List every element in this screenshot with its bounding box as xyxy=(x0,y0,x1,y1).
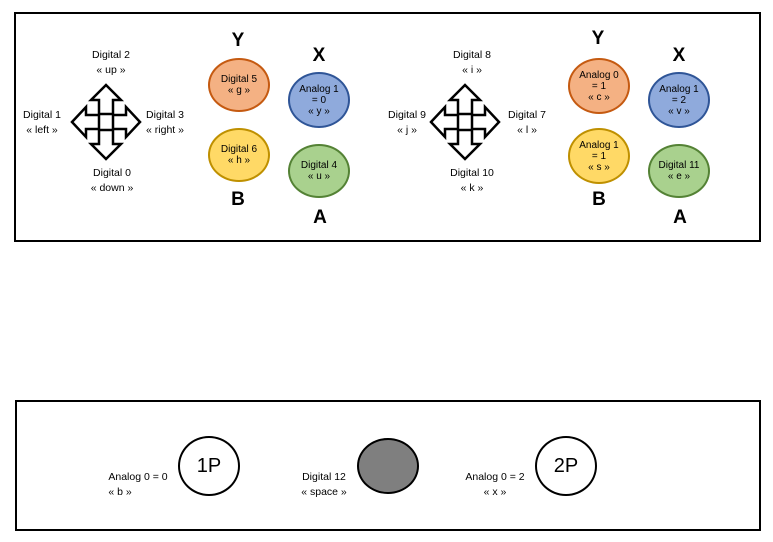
p2-y-letter: Y xyxy=(591,28,605,49)
p1-b-button: Digital 6 « h » xyxy=(208,128,270,182)
p1-dpad-down-label: Digital 0 « down » xyxy=(91,166,134,196)
start-button xyxy=(357,438,419,494)
p2-dpad-left-key: « j » xyxy=(397,124,417,136)
p2-dpad-right-input: Digital 7 xyxy=(508,109,546,121)
p2-dpad-up-label: Digital 8 « i » xyxy=(453,48,491,78)
p1-dpad-down-arrow-icon xyxy=(87,128,125,161)
p2-dpad-down-key: « k » xyxy=(460,182,484,194)
p1-y-button: Digital 5 « g » xyxy=(208,58,270,112)
p2-b-input: Analog 1 xyxy=(579,139,619,151)
p2-dpad-right-key: « l » xyxy=(517,124,537,136)
p2-select-label: Analog 0 = 2 « x » xyxy=(465,470,524,500)
start-key: « space » xyxy=(301,486,347,498)
p1-y-input: Digital 5 xyxy=(220,74,258,85)
p2-dpad-up-input: Digital 8 xyxy=(453,49,491,61)
p2-b-button: Analog 1 = 1 « s » xyxy=(568,128,630,184)
p2-dpad-left-arrow-icon xyxy=(429,103,460,141)
p1-select-label: Analog 0 = 0 « b » xyxy=(108,470,167,500)
p2-x-key: « v » xyxy=(668,105,690,117)
p1-y-key: « g » xyxy=(227,85,251,96)
p2-dpad-right-arrow-icon xyxy=(470,103,501,141)
p2-dpad-up-key: « i » xyxy=(462,64,482,76)
p2-a-button: Digital 11 « e » xyxy=(648,144,710,198)
p1-select-button-label: 1P xyxy=(196,454,222,477)
p1-dpad-up-arrow-icon xyxy=(87,83,125,116)
p1-dpad-right-key: « right » xyxy=(146,124,184,136)
p2-b-value: = 1 xyxy=(591,150,607,162)
p1-b-key: « h » xyxy=(227,155,251,166)
p2-x-value: = 2 xyxy=(671,94,687,106)
p1-dpad-left-key: « left » xyxy=(26,124,58,136)
p2-x-letter: X xyxy=(672,45,686,66)
p1-a-key: « u » xyxy=(307,171,331,182)
p1-dpad-up-input: Digital 2 xyxy=(92,49,130,61)
p1-select-button: 1P xyxy=(178,436,240,496)
p2-dpad-left-input: Digital 9 xyxy=(388,109,426,121)
p1-dpad-right-label: Digital 3 « right » xyxy=(146,108,184,138)
p1-dpad-down-input: Digital 0 xyxy=(93,167,131,179)
p1-x-input: Analog 1 xyxy=(299,83,339,95)
p1-select-key: « b » xyxy=(108,486,132,498)
p1-dpad-up-label: Digital 2 « up » xyxy=(92,48,130,78)
p1-y-letter: Y xyxy=(231,30,245,51)
p1-dpad-down-key: « down » xyxy=(90,182,134,194)
p2-select-button-label: 2P xyxy=(553,454,579,477)
p2-dpad-icon xyxy=(429,83,501,161)
p2-y-key: « c » xyxy=(588,91,610,103)
p1-x-button: Analog 1 = 0 « y » xyxy=(288,72,350,128)
p2-dpad-down-arrow-icon xyxy=(446,128,484,161)
p2-dpad-down-label: Digital 10 « k » xyxy=(450,166,494,196)
p2-y-value: = 1 xyxy=(591,80,607,92)
p2-a-input: Digital 11 xyxy=(658,160,700,171)
p2-dpad-left-label: Digital 9 « j » xyxy=(388,108,426,138)
p2-dpad-down-input: Digital 10 xyxy=(450,167,494,179)
p1-dpad-left-label: Digital 1 « left » xyxy=(23,108,61,138)
p1-select-input: Analog 0 = 0 xyxy=(108,471,168,483)
p1-dpad-right-arrow-icon xyxy=(111,103,142,141)
p1-b-input: Digital 6 xyxy=(220,144,258,155)
p1-dpad-left-input: Digital 1 xyxy=(23,109,61,121)
p1-dpad-up-key: « up » xyxy=(96,64,126,76)
start-label: Digital 12 « space » xyxy=(301,470,347,500)
p1-a-input: Digital 4 xyxy=(300,160,338,171)
player-controls-panel xyxy=(14,12,761,242)
p2-y-button: Analog 0 = 1 « c » xyxy=(568,58,630,114)
p2-b-letter: B xyxy=(592,189,606,210)
p2-b-key: « s » xyxy=(588,161,610,173)
p2-select-button: 2P xyxy=(535,436,597,496)
start-input: Digital 12 xyxy=(302,471,346,483)
p2-x-button: Analog 1 = 2 « v » xyxy=(648,72,710,128)
p1-a-button: Digital 4 « u » xyxy=(288,144,350,198)
p1-dpad-icon xyxy=(70,83,142,161)
p2-dpad-right-label: Digital 7 « l » xyxy=(508,108,546,138)
p2-a-key: « e » xyxy=(667,171,691,182)
p1-x-letter: X xyxy=(312,45,326,66)
p2-dpad-up-arrow-icon xyxy=(446,83,484,116)
p1-b-letter: B xyxy=(231,189,245,210)
p2-select-key: « x » xyxy=(483,486,507,498)
p2-select-input: Analog 0 = 2 xyxy=(465,471,525,483)
p1-x-key: « y » xyxy=(308,105,330,117)
p1-a-letter: A xyxy=(313,207,327,228)
p2-a-letter: A xyxy=(673,207,687,228)
p2-y-input: Analog 0 xyxy=(579,69,619,81)
p1-dpad-left-arrow-icon xyxy=(70,103,101,141)
p1-x-value: = 0 xyxy=(311,94,327,106)
p2-x-input: Analog 1 xyxy=(659,83,699,95)
p1-dpad-right-input: Digital 3 xyxy=(146,109,184,121)
